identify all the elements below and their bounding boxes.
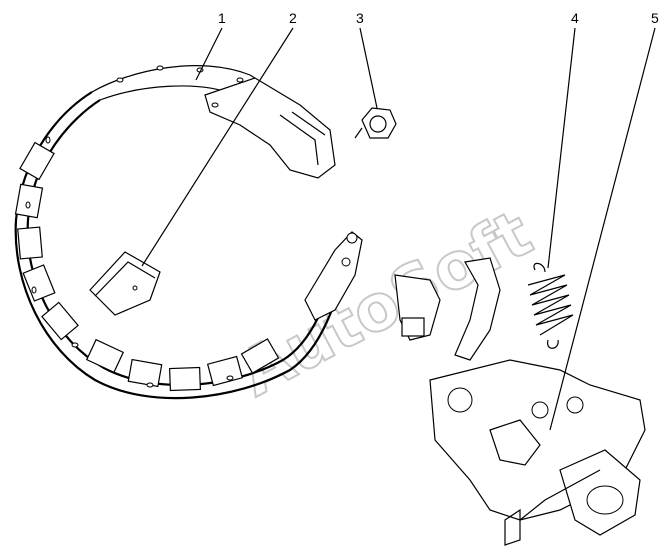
- leader-lines: [141, 27, 656, 431]
- brake-band: [14, 65, 363, 400]
- callout-1: 1: [218, 10, 226, 26]
- return-spring: [527, 262, 574, 349]
- callout-2: 2: [289, 10, 297, 26]
- lining-blocks: [14, 141, 280, 392]
- lining-pad: [89, 251, 161, 316]
- callout-5: 5: [651, 10, 659, 26]
- callout-3: 3: [356, 10, 364, 26]
- rivet-holes: [25, 65, 244, 388]
- adjusting-nut: [354, 107, 397, 139]
- lever-bracket-assembly: [394, 257, 646, 546]
- callout-4: 4: [571, 10, 579, 26]
